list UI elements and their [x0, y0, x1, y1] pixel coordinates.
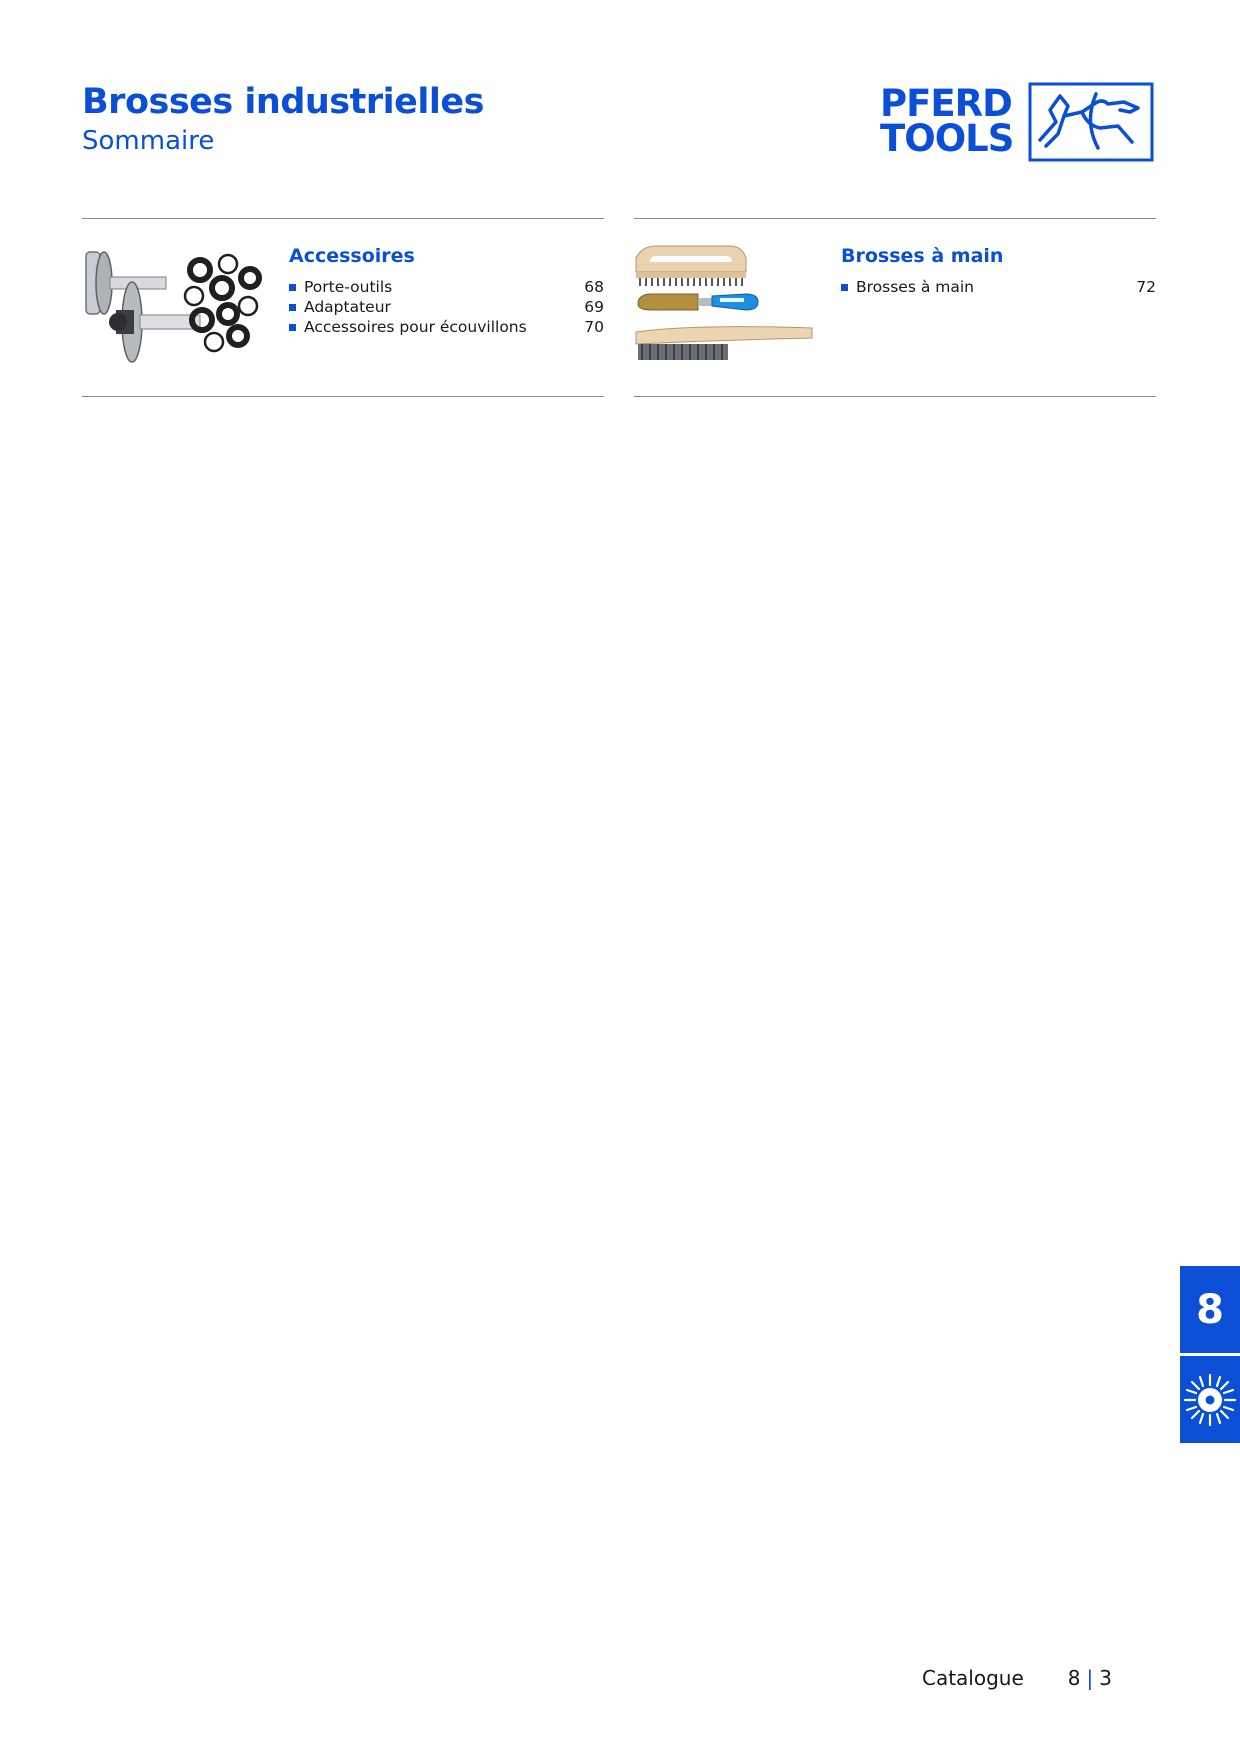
toc-list: Brosses à main 72	[841, 277, 1156, 297]
toc-item-label: Porte-outils	[304, 278, 393, 296]
wheel-brush-icon	[1183, 1373, 1237, 1426]
footer-catalogue-label: Catalogue	[921, 1666, 1024, 1690]
bullet-square-icon	[289, 284, 296, 291]
page-footer: Catalogue 8|3	[0, 1666, 1112, 1690]
toc-item-page: 70	[584, 318, 604, 336]
section-heading: Brosses à main	[841, 245, 1004, 267]
logo-line-1: PFERD	[880, 82, 1013, 125]
toc-section-brosses-a-main: Brosses à main Brosses à main 72	[634, 218, 1156, 397]
pferd-tools-logo: PFERD TOOLS	[880, 82, 1158, 166]
bullet-square-icon	[289, 324, 296, 331]
toc-item-page: 69	[584, 298, 604, 316]
bullet-square-icon	[841, 284, 848, 291]
section-bottom-rule	[634, 396, 1156, 397]
page-subtitle: Sommaire	[82, 126, 215, 156]
toc-list: Porte-outils 68 Adaptateur 69 Accessoire…	[289, 277, 604, 337]
toc-item-page: 68	[584, 278, 604, 296]
logo-line-2: TOOLS	[880, 117, 1014, 160]
toc-item-porte-outils[interactable]: Porte-outils 68	[289, 277, 604, 297]
footer-separator: |	[1086, 1666, 1094, 1690]
footer-page-number: 3	[1099, 1666, 1112, 1690]
toc-item-accessoires-ecouvillons[interactable]: Accessoires pour écouvillons 70	[289, 317, 604, 337]
horse-logo-icon	[1028, 82, 1154, 162]
toc-item-adaptateur[interactable]: Adaptateur 69	[289, 297, 604, 317]
section-top-rule	[82, 218, 604, 219]
toc-section-accessoires: Accessoires Porte-outils 68 Adaptateur 6…	[82, 218, 604, 397]
toc-item-label: Brosses à main	[856, 278, 974, 296]
chapter-tab-icon-box[interactable]	[1180, 1356, 1240, 1443]
section-top-rule	[634, 218, 1156, 219]
toc-item-label: Adaptateur	[304, 298, 391, 316]
toc-item-label: Accessoires pour écouvillons	[304, 318, 527, 336]
toc-item-brosses-a-main[interactable]: Brosses à main 72	[841, 277, 1156, 297]
bullet-square-icon	[289, 304, 296, 311]
page-title: Brosses industrielles	[82, 82, 484, 122]
toc-item-page: 72	[1136, 278, 1156, 296]
hand-brushes-image	[635, 245, 813, 360]
tool-holders-adapters-image	[85, 251, 262, 363]
section-bottom-rule	[82, 396, 604, 397]
footer-chapter-number: 8	[1067, 1666, 1081, 1690]
chapter-tab[interactable]: 8	[1180, 1266, 1240, 1353]
section-heading: Accessoires	[289, 245, 415, 267]
logo-wordmark: PFERD TOOLS	[880, 82, 1014, 160]
